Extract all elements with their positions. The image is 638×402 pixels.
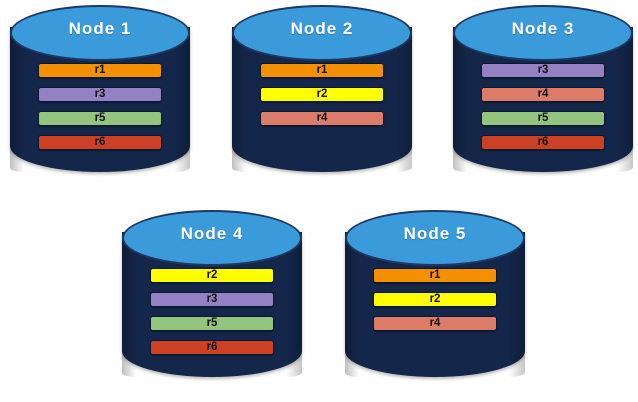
node-title: Node 1 bbox=[68, 19, 132, 38]
cylinder-top-icon bbox=[345, 210, 525, 266]
record-item[interactable]: r6 bbox=[481, 135, 605, 150]
record-item[interactable]: r4 bbox=[260, 111, 384, 126]
record-item[interactable]: r3 bbox=[481, 63, 605, 78]
record-item[interactable]: r5 bbox=[481, 111, 605, 126]
node-title: Node 3 bbox=[511, 19, 575, 38]
database-node-2[interactable]: Node 2 r1 r2 r4 bbox=[232, 5, 412, 188]
cylinder-top-icon bbox=[10, 5, 190, 61]
record-list: r1 r2 r4 bbox=[260, 63, 384, 135]
record-item[interactable]: r3 bbox=[150, 292, 274, 307]
cylinder-top-icon bbox=[122, 210, 302, 266]
record-item[interactable]: r1 bbox=[38, 63, 162, 78]
node-title: Node 4 bbox=[180, 224, 244, 243]
cylinder-top-icon bbox=[232, 5, 412, 61]
record-item[interactable]: r5 bbox=[38, 111, 162, 126]
database-node-3[interactable]: Node 3 r3 r4 r5 r6 bbox=[453, 5, 633, 188]
record-item[interactable]: r2 bbox=[373, 292, 497, 307]
cylinder-top-icon bbox=[453, 5, 633, 61]
record-item[interactable]: r1 bbox=[260, 63, 384, 78]
record-item[interactable]: r5 bbox=[150, 316, 274, 331]
record-item[interactable]: r4 bbox=[373, 316, 497, 331]
node-title: Node 2 bbox=[290, 19, 354, 38]
record-item[interactable]: r6 bbox=[150, 340, 274, 355]
record-list: r1 r3 r5 r6 bbox=[38, 63, 162, 159]
record-item[interactable]: r2 bbox=[260, 87, 384, 102]
database-node-1[interactable]: Node 1 r1 r3 r5 r6 bbox=[10, 5, 190, 188]
node-title: Node 5 bbox=[403, 224, 467, 243]
record-item[interactable]: r2 bbox=[150, 268, 274, 283]
record-list: r1 r2 r4 bbox=[373, 268, 497, 340]
record-list: r2 r3 r5 r6 bbox=[150, 268, 274, 364]
record-item[interactable]: r4 bbox=[481, 87, 605, 102]
record-item[interactable]: r6 bbox=[38, 135, 162, 150]
database-node-5[interactable]: Node 5 r1 r2 r4 bbox=[345, 210, 525, 393]
record-list: r3 r4 r5 r6 bbox=[481, 63, 605, 159]
database-node-4[interactable]: Node 4 r2 r3 r5 r6 bbox=[122, 210, 302, 393]
record-item[interactable]: r1 bbox=[373, 268, 497, 283]
record-item[interactable]: r3 bbox=[38, 87, 162, 102]
